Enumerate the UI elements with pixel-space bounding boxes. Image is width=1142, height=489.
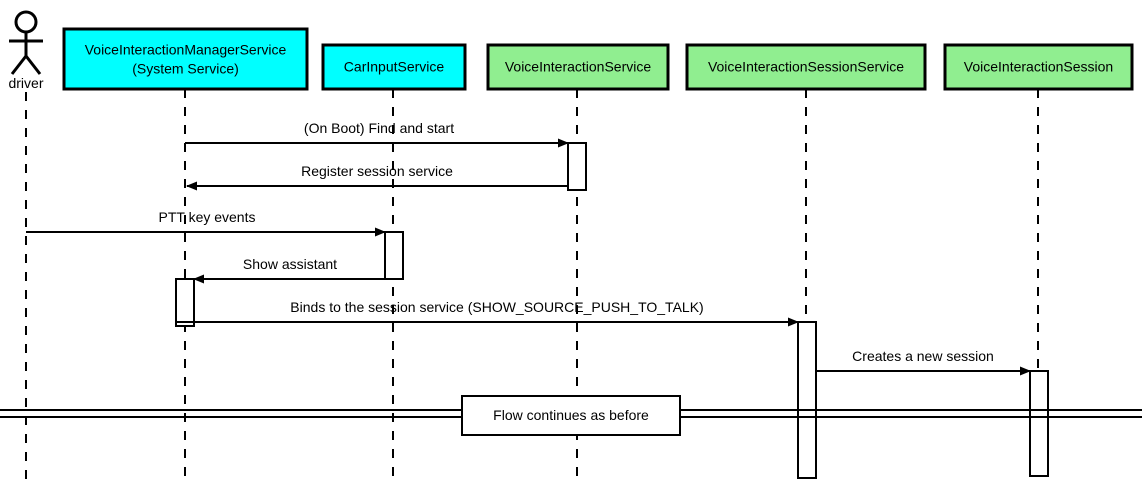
participant-label-carinput: CarInputService xyxy=(344,59,445,75)
message-label-on-boot-find-and-start: (On Boot) Find and start xyxy=(304,120,454,136)
participant-vis[interactable]: VoiceInteractionService xyxy=(486,43,670,91)
message-label-creates-a-new-session: Creates a new session xyxy=(852,348,994,364)
activation-bar-vis xyxy=(567,142,587,191)
message-on-boot-find-and-start[interactable]: (On Boot) Find and start xyxy=(185,120,569,148)
divider-note-label: Flow continues as before xyxy=(493,407,649,423)
participant-vims[interactable]: VoiceInteractionManagerService (System S… xyxy=(62,27,309,91)
actor-driver[interactable]: driver xyxy=(8,10,44,91)
activation-bar-viss xyxy=(797,321,817,479)
participant-label-session: VoiceInteractionSession xyxy=(964,59,1113,75)
message-label-binds-to-session-service: Binds to the session service (SHOW_SOURC… xyxy=(290,299,703,315)
activation-bar-carinput xyxy=(384,231,404,280)
message-show-assistant[interactable]: Show assistant xyxy=(193,256,385,284)
participant-label-vims-line1: VoiceInteractionManagerService xyxy=(85,42,287,58)
divider-flow-continues: Flow continues as before xyxy=(0,395,1142,436)
participant-label-vis: VoiceInteractionService xyxy=(505,59,652,75)
message-creates-a-new-session[interactable]: Creates a new session xyxy=(817,348,1031,376)
message-register-session-service[interactable]: Register session service xyxy=(186,163,568,191)
message-label-show-assistant: Show assistant xyxy=(243,256,337,272)
participant-box-viss[interactable] xyxy=(685,43,927,91)
message-label-ptt-key-events: PTT key events xyxy=(158,209,255,225)
participant-box-session[interactable] xyxy=(943,43,1134,91)
message-binds-to-session-service[interactable]: Binds to the session service (SHOW_SOURC… xyxy=(176,299,799,327)
participant-box-vims[interactable] xyxy=(62,27,309,91)
participant-label-vims-line2: (System Service) xyxy=(132,61,239,77)
participant-box-vis[interactable] xyxy=(486,43,670,91)
activation-bar-session xyxy=(1029,370,1049,477)
divider-note-box xyxy=(461,395,681,436)
participant-carinput[interactable]: CarInputService xyxy=(321,43,467,91)
actor-leg-right-icon xyxy=(24,55,42,75)
actor-leg-left-icon xyxy=(10,55,28,75)
participant-viss[interactable]: VoiceInteractionSessionService xyxy=(685,43,927,91)
participant-box-carinput[interactable] xyxy=(321,43,467,91)
activation-bar-vims xyxy=(175,278,195,327)
participant-label-viss: VoiceInteractionSessionService xyxy=(708,59,904,75)
message-ptt-key-events[interactable]: PTT key events xyxy=(26,209,386,237)
actor-label-driver: driver xyxy=(8,75,43,91)
actor-head-icon xyxy=(14,10,38,34)
participant-session[interactable]: VoiceInteractionSession xyxy=(943,43,1134,91)
message-label-register-session-service: Register session service xyxy=(301,163,453,179)
